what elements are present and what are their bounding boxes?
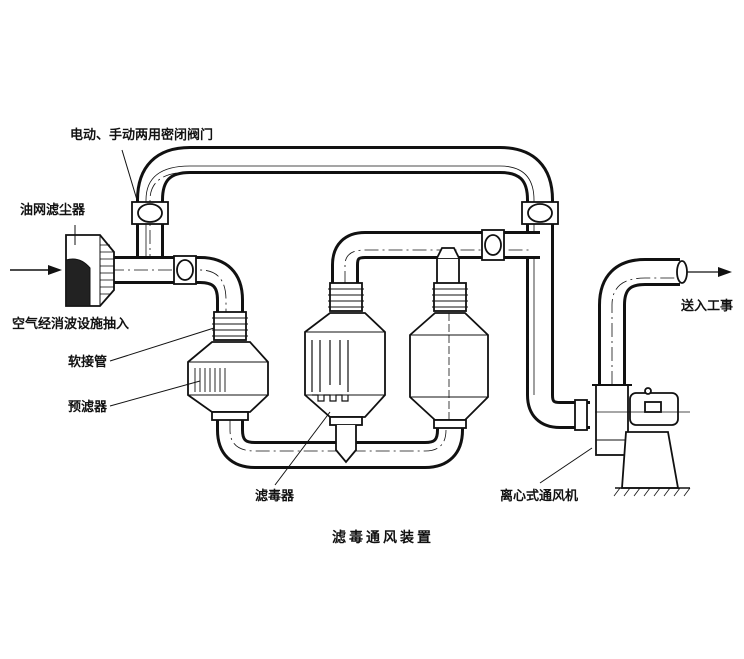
prefilter-soft-joint (212, 311, 248, 341)
diagram-caption: 滤毒通风装置 (332, 529, 434, 546)
centrifugal-fan (592, 384, 691, 497)
label-outlet: 送入工事 (680, 298, 733, 314)
valve-inlet (173, 255, 197, 285)
pipe-network (110, 146, 688, 469)
valve-left (131, 201, 169, 225)
prefilter (187, 311, 269, 421)
label-air-inlet: 空气经消波设施抽入 (12, 316, 129, 332)
leader-lines (109, 149, 593, 486)
valve-right (521, 201, 559, 225)
label-sealed-valve: 电动、手动两用密闭阀门 (70, 127, 213, 143)
bypass-pipe (136, 146, 590, 429)
label-centrifugal-fan: 离心式通风机 (500, 488, 578, 504)
fan-base (613, 431, 691, 497)
right-filter (409, 282, 489, 429)
outlet-arrow-icon (687, 267, 732, 277)
right-filter-riser (436, 247, 460, 289)
valve-upper-branch (481, 229, 505, 261)
toxic-filter-outlet-pipe (331, 231, 540, 285)
inlet-arrow-icon (10, 265, 62, 275)
label-soft-joint: 软接管 (68, 354, 107, 370)
inlet-pipe (110, 256, 244, 325)
label-oil-net-dust-filter: 油网滤尘器 (20, 202, 86, 218)
label-toxic-filter: 滤毒器 (255, 488, 295, 504)
label-prefilter: 预滤器 (68, 399, 108, 415)
fan-outlet-pipe (598, 258, 688, 385)
oil-net-dust-filter (65, 225, 115, 307)
toxic-filter-soft-joint (328, 282, 364, 312)
toxic-filter (304, 282, 386, 464)
valve-fan-inlet (574, 399, 588, 431)
sealed-valves (131, 201, 588, 431)
fan-motor (595, 387, 690, 426)
right-filter-soft-joint (432, 282, 468, 312)
